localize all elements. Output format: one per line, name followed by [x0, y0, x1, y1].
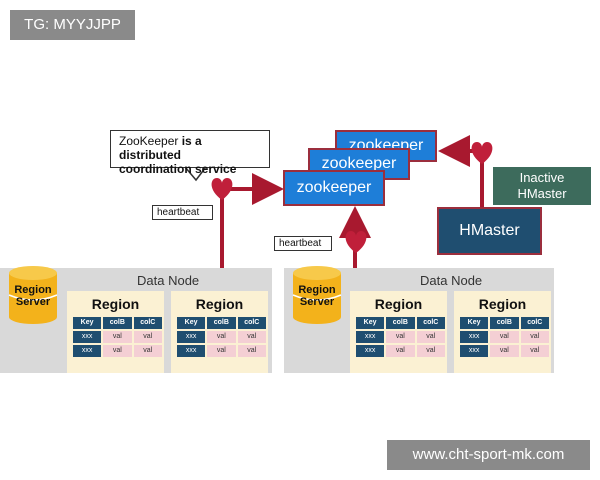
table-row: xxx val val [460, 331, 549, 343]
table-cell: val [207, 345, 236, 357]
table-cell: xxx [356, 331, 385, 343]
table-header-row: Key colB colC [356, 317, 445, 329]
region-server-line2: Server [299, 296, 335, 308]
table-cell: xxx [177, 331, 206, 343]
column-header: colB [207, 317, 236, 329]
table-row: xxx val val [356, 345, 445, 357]
table-cell: val [490, 331, 519, 343]
table-row: xxx val val [356, 331, 445, 343]
column-header: Key [356, 317, 385, 329]
bottom-watermark: www.cht-sport-mk.com [387, 440, 590, 470]
heart-icon [345, 231, 367, 253]
region-server-label: Region Server [8, 284, 58, 308]
inactive-hmaster-line2: HMaster [517, 186, 567, 201]
zookeeper-callout: ZooKeeper is a distributed coordination … [110, 130, 270, 176]
table-cell: val [103, 331, 132, 343]
top-watermark: TG: MYYJJPP [10, 10, 135, 40]
table-row: xxx val val [460, 345, 549, 357]
table-cell: val [237, 331, 266, 343]
heartbeat-label-left: heartbeat [152, 205, 213, 220]
heartbeat-label-right: heartbeat [274, 236, 332, 251]
region-server-cylinder-icon [8, 266, 58, 324]
heart-icon [471, 142, 493, 164]
column-header: colC [237, 317, 266, 329]
table-cell: val [133, 331, 162, 343]
table-cell: xxx [356, 345, 385, 357]
table-cell: xxx [73, 345, 102, 357]
region-title: Region [478, 296, 527, 312]
data-node: Data Node Region Server Region Key colB … [0, 266, 272, 373]
region-title: Region [195, 296, 244, 312]
callout-strong: ZooKeeper [119, 134, 179, 148]
table-cell: val [520, 345, 549, 357]
region: Region Key colB colC xxx val val xxx val… [67, 291, 164, 373]
column-header: colB [386, 317, 415, 329]
callout-line2: coordination service [119, 162, 237, 176]
region: Region Key colB colC xxx val val xxx val… [350, 291, 447, 373]
region-title: Region [374, 296, 423, 312]
table-cell: val [520, 331, 549, 343]
region-table: Key colB colC xxx val val xxx val val [354, 315, 447, 359]
table-cell: xxx [177, 345, 206, 357]
data-node-label: Data Node [420, 273, 483, 288]
region-server-cylinder-icon [292, 266, 342, 324]
region-server-label: Region Server [292, 284, 342, 308]
inactive-hmaster: Inactive HMaster [493, 167, 591, 205]
region-table: Key colB colC xxx val val xxx val val [71, 315, 164, 359]
table-cell: val [386, 331, 415, 343]
region-title: Region [91, 296, 140, 312]
table-cell: val [490, 345, 519, 357]
callout-pointer [184, 166, 207, 182]
region-server-line2: Server [15, 296, 51, 308]
region-table: Key colB colC xxx val val xxx val val [175, 315, 268, 359]
table-cell: val [237, 345, 266, 357]
data-node-label: Data Node [137, 273, 200, 288]
column-header: colC [133, 317, 162, 329]
table-cell: xxx [460, 345, 489, 357]
table-cell: xxx [460, 331, 489, 343]
table-cell: val [416, 331, 445, 343]
region: Region Key colB colC xxx val val xxx val… [454, 291, 551, 373]
callout-rest: is a distributed [119, 134, 202, 162]
zookeeper-node-front: zookeeper [283, 170, 385, 206]
table-header-row: Key colB colC [177, 317, 266, 329]
column-header: Key [177, 317, 206, 329]
region: Region Key colB colC xxx val val xxx val… [171, 291, 268, 373]
column-header: Key [460, 317, 489, 329]
column-header: colB [103, 317, 132, 329]
column-header: colB [490, 317, 519, 329]
region-server-line1: Region [14, 284, 52, 296]
data-node: Data Node Region Server Region Key colB … [284, 266, 554, 373]
column-header: Key [73, 317, 102, 329]
table-cell: val [386, 345, 415, 357]
table-row: xxx val val [73, 345, 162, 357]
heart-icon [211, 178, 233, 200]
table-cell: xxx [73, 331, 102, 343]
column-header: colC [520, 317, 549, 329]
hmaster: HMaster [437, 207, 542, 255]
table-row: xxx val val [73, 331, 162, 343]
table-header-row: Key colB colC [73, 317, 162, 329]
table-cell: val [133, 345, 162, 357]
table-header-row: Key colB colC [460, 317, 549, 329]
region-server-line1: Region [298, 284, 336, 296]
table-cell: val [103, 345, 132, 357]
inactive-hmaster-line1: Inactive [519, 170, 565, 185]
column-header: colC [416, 317, 445, 329]
table-row: xxx val val [177, 331, 266, 343]
region-table: Key colB colC xxx val val xxx val val [458, 315, 551, 359]
table-row: xxx val val [177, 345, 266, 357]
table-cell: val [207, 331, 236, 343]
table-cell: val [416, 345, 445, 357]
